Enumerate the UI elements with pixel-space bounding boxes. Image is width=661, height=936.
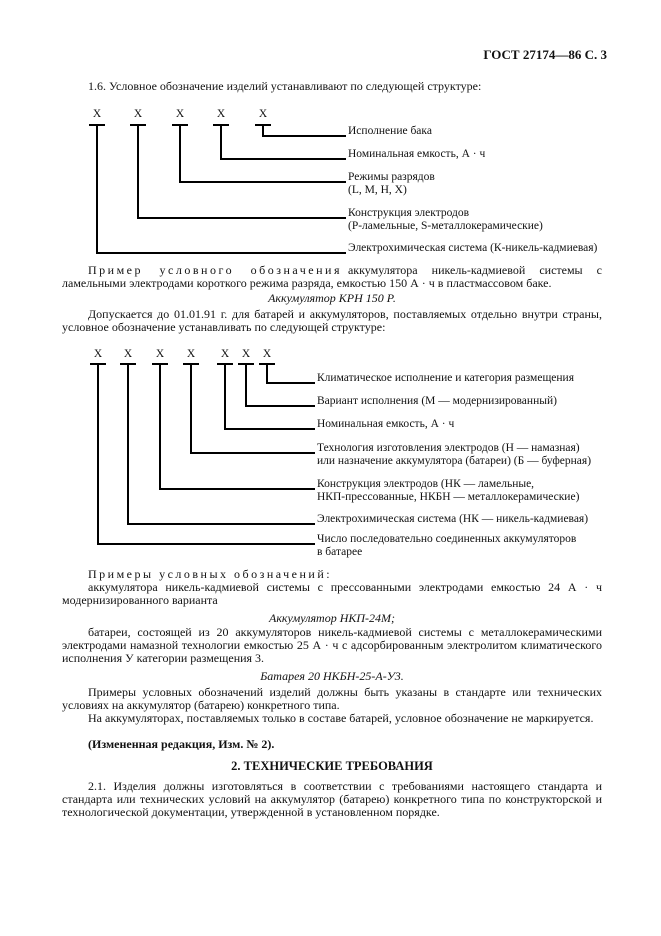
diagram-line xyxy=(127,523,315,525)
diagram-line xyxy=(238,363,254,365)
diagram-line xyxy=(262,135,346,137)
x-symbol: X xyxy=(258,108,268,120)
diagram-line xyxy=(97,365,99,545)
amendment-note: (Измененная редакция, Изм. № 2). xyxy=(88,737,275,751)
example-item1: аккумулятора никель-кадмиевой системы с … xyxy=(62,580,602,608)
designation-structure-diagram-2: X X X X X X X Климатическое исполнение и… xyxy=(0,348,661,562)
x-symbol: X xyxy=(175,108,185,120)
examples-heading-text: Примеры условных обозначений: xyxy=(88,567,333,581)
x-symbol: X xyxy=(93,348,103,360)
section2-heading: 2. ТЕХНИЧЕСКИЕ ТРЕБОВАНИЯ xyxy=(231,759,433,773)
diagram-line xyxy=(220,126,222,160)
x-symbol: X xyxy=(123,348,133,360)
diagram-line xyxy=(127,365,129,525)
paragraph-2-1: 2.1. Изделия должны изготовляться в соот… xyxy=(62,779,602,820)
x-symbol: X xyxy=(155,348,165,360)
designation-nkbn-25: Батарея 20 НКБН-25-А-У3. xyxy=(260,669,404,683)
note-paragraph-2: На аккумуляторах, поставляемых только в … xyxy=(88,711,594,725)
diagram2-label-nominal-capacity: Номинальная емкость, А · ч xyxy=(317,418,455,430)
diagram-line xyxy=(89,124,105,126)
diagram-line xyxy=(159,365,161,490)
diagram-line xyxy=(245,365,247,407)
diagram-line xyxy=(97,543,315,545)
diagram2-label-variant: Вариант исполнения (М — модернизированны… xyxy=(317,395,557,407)
diagram1-label-nominal-capacity: Номинальная емкость, А · ч xyxy=(348,148,486,160)
diagram-line xyxy=(172,124,188,126)
example1-lead: Пример условного обозначения xyxy=(88,263,342,277)
diagram-line xyxy=(190,365,192,454)
diagram-line xyxy=(266,382,315,384)
note-paragraph-1: Примеры условных обозначений изделий дол… xyxy=(62,685,602,713)
diagram-line xyxy=(137,217,346,219)
diagram-line xyxy=(96,126,98,254)
diagram-line xyxy=(224,428,315,430)
diagram1-label-electrochemical-system: Электрохимическая система (К-никель-кадм… xyxy=(348,242,598,254)
diagram2-label-electrode-design: Конструкция электродов (НК — ламельные, … xyxy=(317,478,580,503)
diagram-line xyxy=(224,365,226,430)
x-symbol: X xyxy=(241,348,251,360)
diagram-line xyxy=(220,158,346,160)
diagram2-label-electrode-technology: Технология изготовления электродов (Н — … xyxy=(317,442,592,467)
diagram2-label-climatic-version: Климатическое исполнение и категория раз… xyxy=(317,372,574,384)
designation-nkp-24m: Аккумулятор НКП-24М; xyxy=(268,611,395,625)
diagram-line xyxy=(120,363,136,365)
diagram-line xyxy=(213,124,229,126)
diagram-line xyxy=(179,126,181,183)
diagram-line xyxy=(152,363,168,365)
designation-krn-150-r: Аккумулятор КРН 150 Р. xyxy=(268,291,396,305)
example-item2: батареи, состоящей из 20 аккумуляторов н… xyxy=(62,625,602,666)
diagram-line xyxy=(190,452,315,454)
examples-heading: Примеры условных обозначений: xyxy=(62,567,602,581)
page-header: ГОСТ 27174—86 С. 3 xyxy=(483,47,607,62)
diagram-line xyxy=(262,126,264,137)
x-symbol: X xyxy=(186,348,196,360)
diagram-line xyxy=(255,124,271,126)
example1-rest: аккумулятора никель-кадмиевой системы с … xyxy=(62,263,603,291)
diagram-line xyxy=(183,363,199,365)
diagram-line xyxy=(137,126,139,219)
x-symbol: X xyxy=(133,108,143,120)
designation-structure-diagram-1: X X X X X Исполнение бака Номинальная ем… xyxy=(0,108,661,264)
diagram1-label-tank-design: Исполнение бака xyxy=(348,125,432,137)
x-symbol: X xyxy=(262,348,272,360)
diagram-line xyxy=(90,363,106,365)
x-symbol: X xyxy=(92,108,102,120)
x-symbol: X xyxy=(220,348,230,360)
diagram-line xyxy=(159,488,315,490)
diagram-line xyxy=(179,181,346,183)
paragraph-1-6: 1.6. Условное обозначение изделий устана… xyxy=(88,79,482,93)
diagram-line xyxy=(259,363,275,365)
diagram1-label-electrode-design: Конструкция электродов (Р-ламельные, S-м… xyxy=(348,207,543,232)
diagram2-label-electrochemical-system: Электрохимическая система (НК — никель-к… xyxy=(317,513,589,525)
diagram1-label-discharge-modes: Режимы разрядов (L, М, Н, X) xyxy=(348,171,435,196)
allowance-paragraph: Допускается до 01.01.91 г. для батарей и… xyxy=(62,307,602,335)
diagram-line xyxy=(96,252,346,254)
diagram-line xyxy=(245,405,315,407)
x-symbol: X xyxy=(216,108,226,120)
diagram-line xyxy=(130,124,146,126)
diagram-line xyxy=(266,365,268,384)
diagram-line xyxy=(217,363,233,365)
diagram2-label-cell-count: Число последовательно соединенных аккуму… xyxy=(317,533,577,558)
